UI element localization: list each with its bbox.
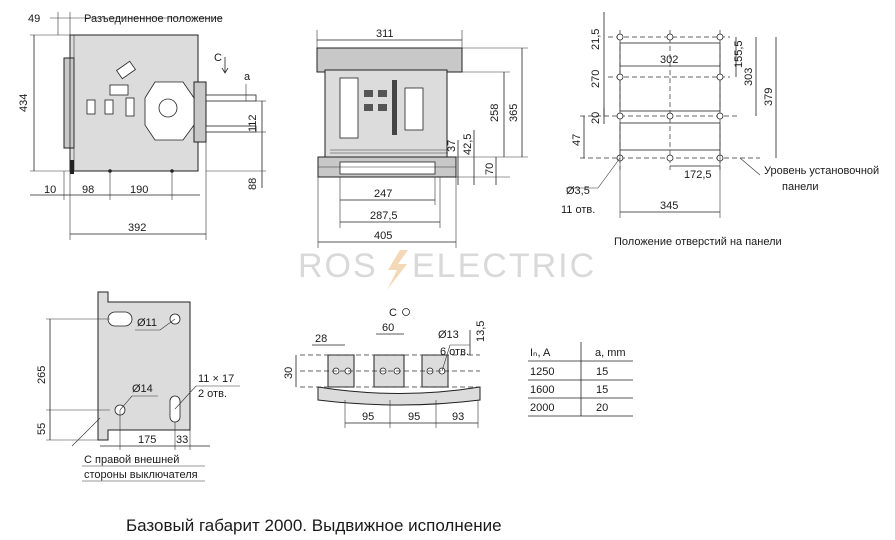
indicator-2 <box>378 90 387 97</box>
dim-20: 20 <box>590 112 602 124</box>
dim-365: 365 <box>508 104 520 122</box>
dim-95-a: 95 <box>362 411 374 423</box>
dim-392: 392 <box>128 222 146 234</box>
indicator-1 <box>364 90 373 97</box>
dim-265: 265 <box>36 366 48 384</box>
table-header-current: Iₙ, A <box>530 347 551 359</box>
terminal-diam-13: Ø13 <box>438 329 459 341</box>
table-cell: 20 <box>596 402 608 414</box>
hole-11-label: Ø11 <box>137 317 157 329</box>
table-header-a: a, mm <box>595 347 626 359</box>
side-plate-view: 265 55 Ø11 Ø14 11 × 17 2 отв. 175 33 С п… <box>36 291 240 482</box>
dim-37: 37 <box>446 140 458 152</box>
dim-345: 345 <box>660 200 678 212</box>
dim-379: 379 <box>763 88 775 106</box>
dim-30: 30 <box>283 367 295 379</box>
dim-10: 10 <box>44 184 56 196</box>
plate-note-2: стороны выключателя <box>84 469 198 481</box>
slot-hole-upper <box>107 311 133 327</box>
view-direction-icon <box>402 308 410 316</box>
slot-size-label: 11 × 17 <box>198 373 234 385</box>
indicator-3 <box>364 104 373 111</box>
table-cell: 1250 <box>530 366 554 378</box>
table-cell: 1600 <box>530 384 554 396</box>
label-disconnected: Разъединенное положение <box>84 13 223 25</box>
dim-28: 28 <box>315 333 327 345</box>
dim-190: 190 <box>130 184 148 196</box>
watermark: ROS ELECTRIC <box>298 247 596 290</box>
panel-holes-view: 21,5 302 155,5 270 303 379 20 47 172,5 Ø… <box>561 12 879 248</box>
front-view: 311 258 365 37 42,5 70 247 287,5 405 <box>316 28 528 248</box>
label-c: C <box>214 52 222 64</box>
hole-count: 11 отв. <box>561 204 595 216</box>
indicator-4 <box>378 104 387 111</box>
dim-175: 175 <box>138 434 156 446</box>
dim-247: 247 <box>374 188 392 200</box>
terminals-view: C 28 60 Ø13 6 отв. 13,5 30 95 95 93 <box>283 307 487 428</box>
current-table: Iₙ, A a, mm 1250 15 1600 15 2000 20 <box>528 342 633 417</box>
left-window <box>339 77 359 139</box>
rear-flange <box>193 81 207 143</box>
dim-112: 112 <box>247 114 259 132</box>
hole-diameter: Ø3,5 <box>566 185 590 197</box>
bolt-icon <box>387 250 408 290</box>
dim-287-5: 287,5 <box>370 210 398 222</box>
terminal-label-c: C <box>389 307 397 319</box>
dim-270: 270 <box>590 70 602 88</box>
dim-311: 311 <box>376 28 394 40</box>
label-level-1: Уровень установочной <box>764 165 879 177</box>
terminal-hole-count: 6 отв. <box>440 346 469 358</box>
mounting-holes <box>616 33 724 162</box>
side-view: 434 49 Разъединенное положение C a 112 8… <box>18 12 266 240</box>
plate-note-1: С правой внешней <box>84 454 179 466</box>
dim-303: 303 <box>743 68 755 86</box>
dim-172-5: 172,5 <box>684 169 712 181</box>
dim-95-b: 95 <box>408 411 420 423</box>
dim-434: 434 <box>18 94 30 112</box>
dim-70: 70 <box>484 163 496 175</box>
dim-33: 33 <box>176 434 188 446</box>
dim-60: 60 <box>382 322 394 334</box>
contact-hole <box>158 98 178 118</box>
dim-302: 302 <box>660 54 678 66</box>
handle-slot <box>116 60 136 80</box>
dim-98: 98 <box>82 184 94 196</box>
panel-caption: Положение отверстий на панели <box>614 236 782 248</box>
label-a: a <box>244 71 251 83</box>
dim-93: 93 <box>452 411 464 423</box>
front-bar <box>392 80 397 135</box>
top-cover <box>316 47 463 73</box>
dim-88: 88 <box>247 178 259 190</box>
front-flange <box>63 57 75 149</box>
base-slot <box>339 161 436 175</box>
terminal-upper <box>205 94 257 102</box>
terminal-base <box>317 386 481 406</box>
dim-55: 55 <box>36 423 48 435</box>
dim-42-5: 42,5 <box>462 134 474 155</box>
dim-155-5: 155,5 <box>733 40 745 68</box>
dim-21-5: 21,5 <box>590 29 602 50</box>
watermark-left: ROS <box>298 247 378 285</box>
right-window <box>404 87 424 131</box>
hole-14-label: Ø14 <box>132 383 153 395</box>
terminal-lower <box>205 125 257 133</box>
table-cell: 15 <box>596 384 608 396</box>
dim-47: 47 <box>571 134 583 146</box>
dim-405: 405 <box>374 230 392 242</box>
dim-49: 49 <box>28 13 40 25</box>
dim-258: 258 <box>489 104 501 122</box>
footer-caption: Базовый габарит 2000. Выдвижное исполнен… <box>126 516 502 535</box>
dim-13-5: 13,5 <box>475 321 487 342</box>
table-cell: 15 <box>596 366 608 378</box>
slot-count-label: 2 отв. <box>198 388 227 400</box>
table-cell: 2000 <box>530 402 554 414</box>
watermark-right: ELECTRIC <box>412 247 596 285</box>
label-level-2: панели <box>782 181 818 193</box>
